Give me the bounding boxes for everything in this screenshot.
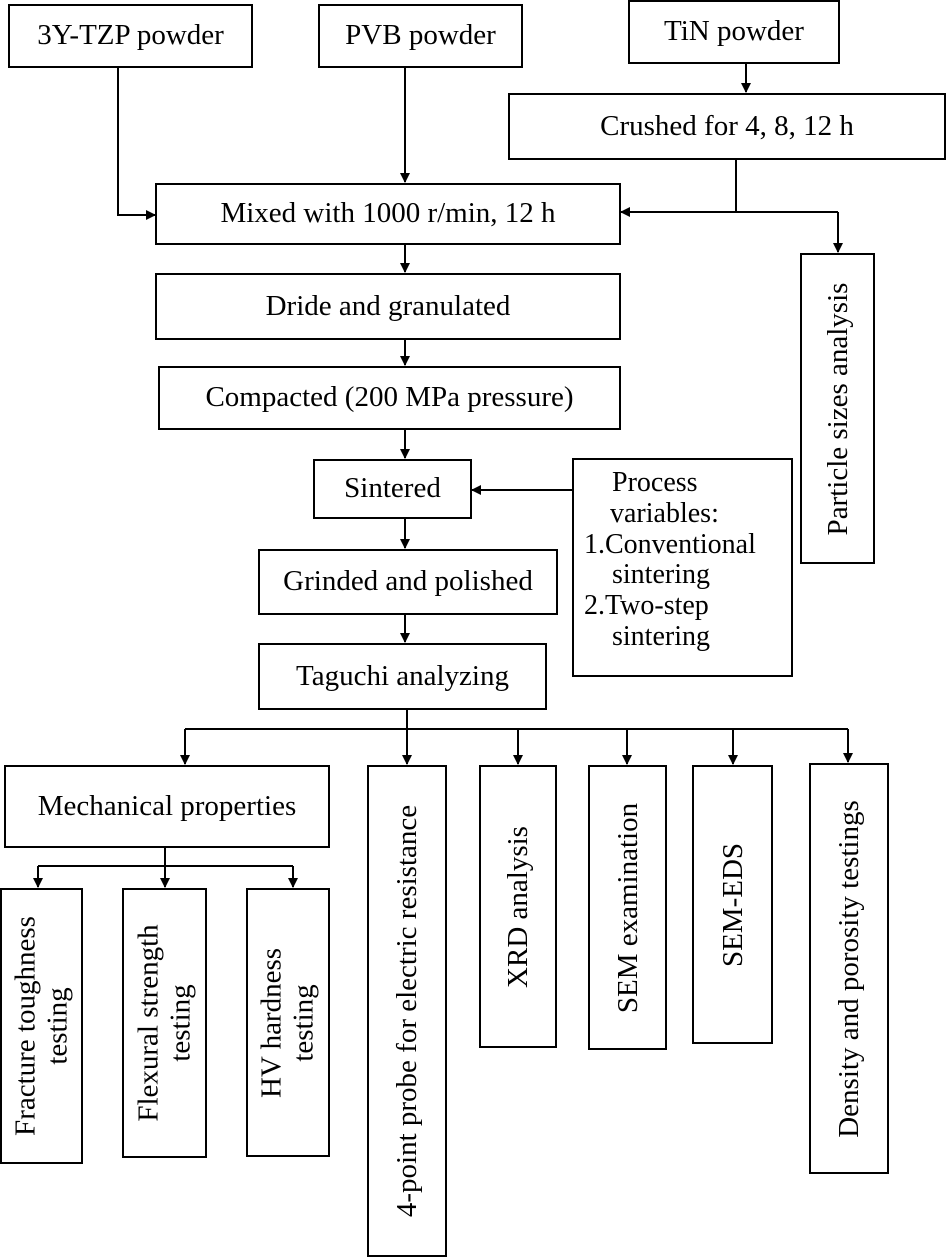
process-variables-box: Process variables: 1.Conventional sinter… [572,458,793,677]
semeds-label: SEM-EDS [716,842,749,967]
probe-box: 4-point probe for electric resistance [367,765,447,1257]
sem-label: SEM examination [611,802,644,1013]
particle-analysis-box: Particle sizes analysis [800,253,875,564]
xrd-label: XRD analysis [501,825,534,988]
tin-powder-box: TiN powder [628,0,840,64]
mixed-label: Mixed with 1000 r/min, 12 h [220,197,556,230]
fracture-toughness-line-2: testing [41,987,74,1065]
crushed-label: Crushed for 4, 8, 12 h [600,109,854,142]
process-variable-2-line-2: sintering [612,620,710,652]
taguchi-box: Taguchi analyzing [258,643,547,710]
flexural-strength-line-1: Flexural strength [132,924,165,1122]
particle-analysis-label: Particle sizes analysis [821,282,854,535]
density-label: Density and porosity testings [832,799,865,1138]
pvb-powder-box: PVB powder [318,4,523,68]
fracture-toughness-text: Fracture toughness testing [9,916,74,1136]
hv-hardness-box: HV hardness testing [246,888,330,1157]
compacted-label: Compacted (200 MPa pressure) [205,381,574,414]
sem-box: SEM examination [588,765,667,1050]
dried-box: Dride and granulated [155,273,621,340]
sintered-box: Sintered [313,459,472,519]
dried-label: Dride and granulated [265,289,511,322]
mechanical-properties-box: Mechanical properties [4,765,330,848]
pvb-powder-label: PVB powder [345,19,496,52]
crushed-box: Crushed for 4, 8, 12 h [508,93,946,160]
semeds-box: SEM-EDS [692,765,773,1044]
hv-hardness-text: HV hardness testing [256,947,321,1097]
mechanical-properties-label: Mechanical properties [37,789,297,822]
taguchi-label: Taguchi analyzing [296,659,509,692]
compacted-box: Compacted (200 MPa pressure) [158,366,621,430]
flexural-strength-line-2: testing [164,984,197,1062]
process-variables-title-2: variables: [610,497,719,529]
hv-hardness-line-1: HV hardness [255,947,288,1098]
fracture-toughness-line-1: Fracture toughness [9,916,42,1136]
fracture-toughness-box: Fracture toughness testing [0,888,83,1164]
xrd-box: XRD analysis [479,765,557,1048]
tin-powder-label: TiN powder [664,15,804,48]
ytzp-powder-label: 3Y-TZP powder [37,19,224,52]
grinded-box: Grinded and polished [258,549,558,615]
flexural-strength-box: Flexural strength testing [122,888,207,1158]
hv-hardness-line-2: testing [288,983,320,1062]
ytzp-powder-box: 3Y-TZP powder [8,4,253,68]
grinded-label: Grinded and polished [283,565,533,598]
mixed-box: Mixed with 1000 r/min, 12 h [155,183,621,245]
process-variable-2-line-1: 2.Two-step [584,590,709,622]
process-variable-1-line-1: 1.Conventional [584,528,756,560]
process-variables-title-1: Process [612,467,698,498]
process-variable-1-line-2: sintering [612,559,710,591]
flexural-strength-text: Flexural strength testing [132,924,197,1121]
probe-label: 4-point probe for electric resistance [390,804,423,1218]
arrow-ytzp-to-mixed [117,68,156,220]
sintered-label: Sintered [344,472,441,505]
density-box: Density and porosity testings [809,763,889,1174]
